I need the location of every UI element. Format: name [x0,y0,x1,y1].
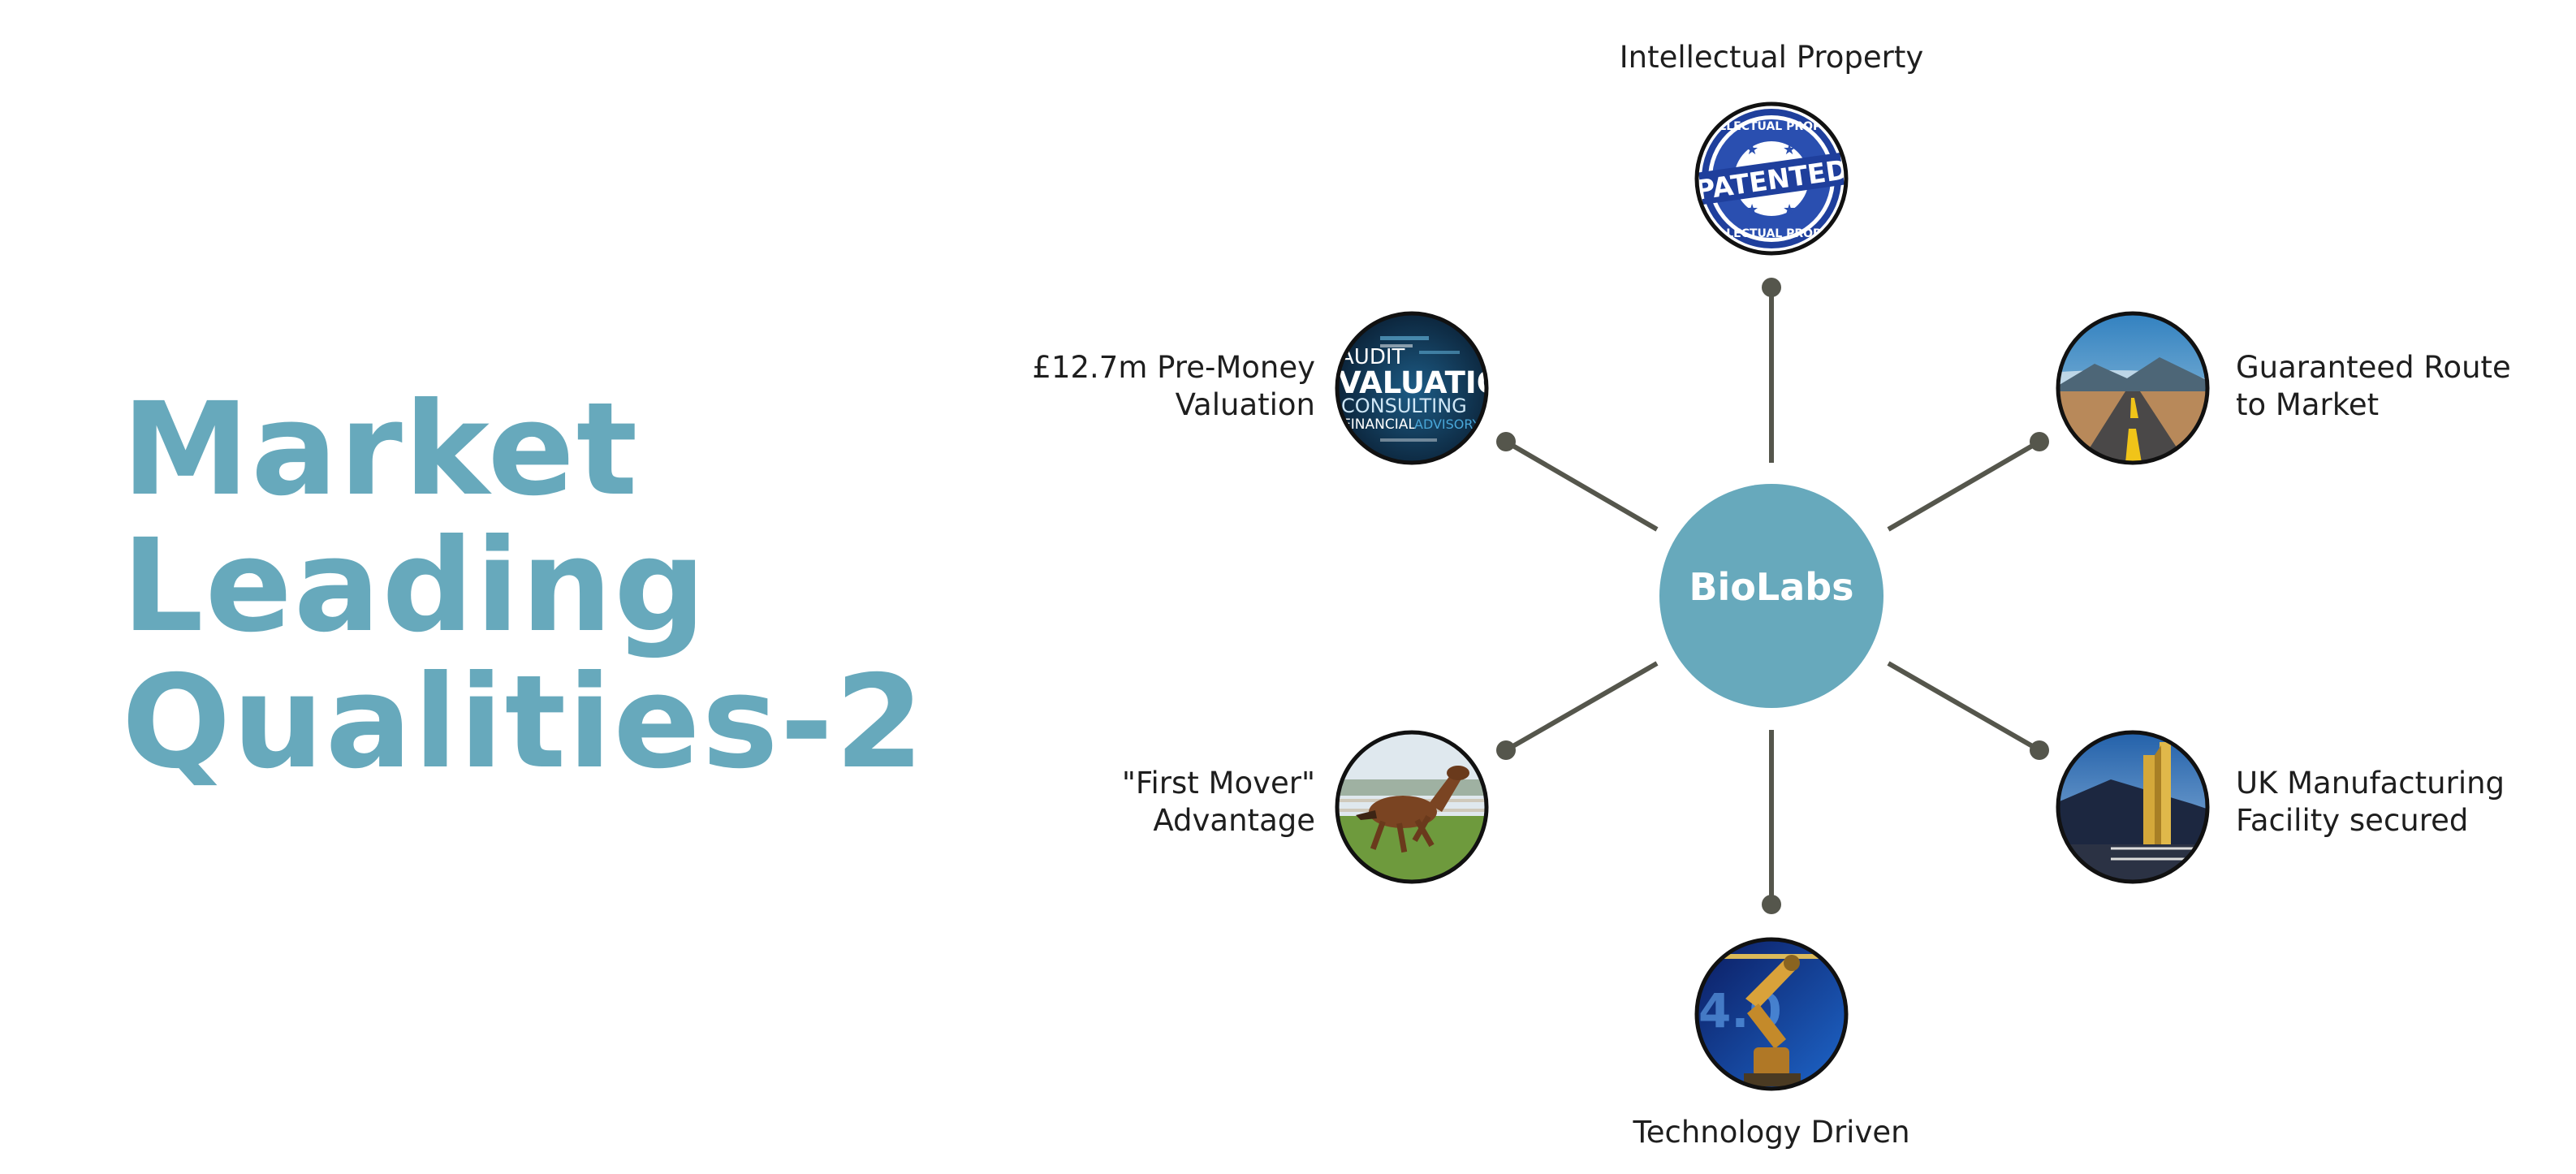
svg-text:CONSULTING: CONSULTING [1341,395,1467,417]
label-intellectual-property: Intellectual Property [1609,39,1934,76]
valuation-word-cloud-icon: AUDIT VALUATION CONSULTING FINANCIAL ADV… [1337,313,1527,463]
patented-stamp-icon: INTELLECTUAL PROPERTY INTELLECTUAL PROPE… [1689,104,1853,253]
svg-text:ADVISORY: ADVISORY [1414,417,1480,432]
connector-first-mover [1504,661,1659,753]
label-uk-manufacturing: UK Manufacturing Facility secured [2236,765,2505,839]
svg-text:FINANCIAL: FINANCIAL [1343,417,1416,433]
connector-dot-valuation [1496,432,1516,451]
connector-dot-guaranteed-route [2030,432,2049,451]
svg-text:★: ★ [1745,201,1758,218]
label-guaranteed-route: Guaranteed Route to Market [2236,349,2511,424]
label-line: to Market [2236,387,2380,422]
connector-valuation [1504,439,1659,532]
svg-text:★: ★ [1783,201,1796,218]
label-line: Valuation [1175,387,1315,422]
label-line: £12.7m Pre-Money [1032,350,1315,385]
connectors [1496,278,2049,914]
svg-text:INTELLECTUAL PROPERTY: INTELLECTUAL PROPERTY [1689,120,1853,133]
title-line-2: Leading [122,511,708,661]
title-line-1: Market [122,375,640,524]
connector-uk-manufacturing [1887,661,2041,753]
hub-label: BioLabs [1689,565,1854,609]
connector-guaranteed-route [1887,439,2041,532]
title-line-3: Qualities-2 [122,648,926,797]
hub-circle [1659,484,1883,708]
label-line: Technology Driven [1633,1115,1910,1150]
label-first-mover: "First Mover" Advantage [990,765,1315,839]
svg-text:INTELLECTUAL PROPERTY: INTELLECTUAL PROPERTY [1689,227,1853,240]
label-line: Facility secured [2236,803,2469,838]
factory-icon [2058,732,2207,882]
svg-text:★: ★ [1783,141,1796,158]
connector-dot-intellectual-property [1762,278,1781,297]
label-line: "First Mover" [1121,766,1315,801]
connector-dot-uk-manufacturing [2030,740,2049,760]
svg-text:VALUATION: VALUATION [1338,365,1527,400]
connector-dot-first-mover [1496,740,1516,760]
connector-dot-technology-driven [1762,895,1781,914]
page-title: Market Leading Qualities-2 [122,382,926,791]
label-line: Guaranteed Route [2236,350,2511,385]
label-line: UK Manufacturing [2236,766,2505,801]
label-technology-driven: Technology Driven [1609,1114,1934,1151]
label-line: Advantage [1153,803,1315,838]
svg-text:★: ★ [1745,141,1758,158]
robot-arm-icon: 4.0 [1697,939,1846,1089]
label-valuation: £12.7m Pre-Money Valuation [990,349,1315,424]
label-line: Intellectual Property [1619,40,1924,75]
